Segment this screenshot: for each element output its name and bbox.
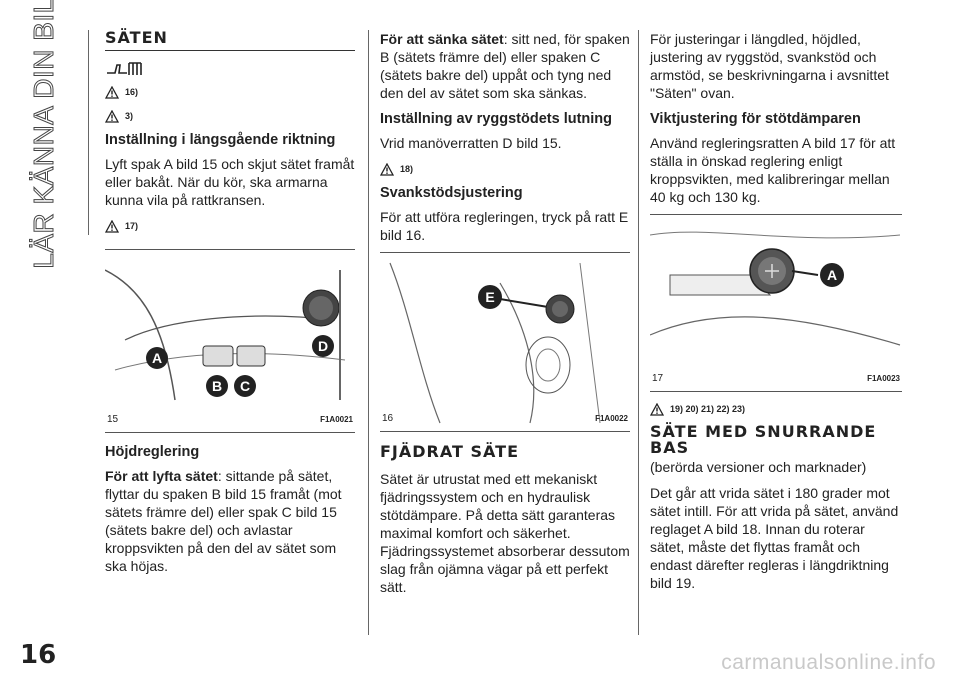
figure-15: A B C D 15 F1A0021 <box>104 249 355 433</box>
subheading-backrest: Inställning av ryggstödets lutning <box>380 111 613 127</box>
fig17-label-a: A <box>827 267 837 283</box>
paragraph-sprung-seat: Sätet är utrustat med ett mekaniskt fjäd… <box>380 471 630 595</box>
warning-ref-16: 16) <box>105 83 355 101</box>
column-divider-1 <box>368 30 369 635</box>
warning-ref-3: 3) <box>105 107 355 125</box>
subheading-weight: Viktjustering för stötdämparen <box>650 111 861 127</box>
seat-levers-illustration: A B C D <box>104 269 346 401</box>
warning-triangle-icon <box>105 85 119 99</box>
figure-code: F1A0023 <box>867 374 900 383</box>
subheading-lumbar: Svankstödsjustering <box>380 185 523 201</box>
watermark: carmanualsonline.info <box>721 651 936 674</box>
warning-triangle-icon <box>380 162 394 176</box>
column-2: För att sänka sätet: sitt ned, för spake… <box>380 30 630 604</box>
heading-rule <box>105 50 355 51</box>
paragraph-lower-seat: För att sänka sätet: sitt ned, för spake… <box>380 31 630 101</box>
weight-knob-illustration: A <box>649 231 901 346</box>
fig15-label-d: D <box>318 338 328 354</box>
paragraph-versions: (berörda versioner och marknader) <box>650 459 867 475</box>
figure-17: A 17 F1A0023 <box>649 214 902 392</box>
section-side-title: LÄR KÄNNA DIN BIL <box>24 0 64 269</box>
warning-triangle-icon <box>650 402 664 416</box>
warning-ref-17: 17) <box>105 217 355 235</box>
warning-ref-18: 18) <box>380 160 630 178</box>
side-divider <box>88 30 89 235</box>
page-number: 16 <box>20 640 57 670</box>
section-heading-sprung-seat: FJÄDRAT SÄTE <box>380 442 519 461</box>
section-heading-swivel-seat: SÄTE MED SNURRANDE BAS <box>650 422 877 457</box>
figure-16: E 16 F1A0022 <box>380 252 630 432</box>
figure-code: F1A0021 <box>320 415 353 424</box>
column-1: SÄTEN 16) 3) Inställning i längsgående r… <box>104 28 355 583</box>
figure-number: 16 <box>382 413 394 424</box>
figure-number: 15 <box>107 414 119 425</box>
warning-triangle-icon <box>105 219 119 233</box>
subheading-height: Höjdreglering <box>105 444 200 460</box>
column-divider-2 <box>638 30 639 635</box>
fig15-label-c: C <box>240 378 250 394</box>
side-title-text: LÄR KÄNNA DIN BIL <box>28 0 60 269</box>
column-3: För justeringar i längdled, höjdled, jus… <box>649 30 902 600</box>
fig15-label-b: B <box>212 378 222 394</box>
paragraph-height: För att lyfta sätet: sittande på sätet, … <box>105 468 342 574</box>
seat-symbol-icon <box>105 59 355 79</box>
figure-code: F1A0022 <box>595 414 628 423</box>
lumbar-knob-illustration: E <box>389 262 601 424</box>
paragraph-longitudinal: Lyft spak A bild 15 och skjut sätet fram… <box>105 156 355 208</box>
figure-number: 17 <box>652 373 664 384</box>
fig16-label-e: E <box>485 289 494 305</box>
warning-ref-19-23: 19) 20) 21) 22) 23) <box>650 400 902 418</box>
warning-triangle-icon <box>105 109 119 123</box>
section-heading-seats: SÄTEN <box>105 28 168 47</box>
paragraph-adjustments: För justeringar i längdled, höjdled, jus… <box>650 31 889 101</box>
subheading-longitudinal: Inställning i längsgående riktning <box>105 132 336 148</box>
paragraph-weight: Använd regleringsratten A bild 17 för at… <box>650 135 896 205</box>
paragraph-backrest: Vrid manöverratten D bild 15. <box>380 135 562 151</box>
paragraph-swivel: Det går att vrida sätet i 180 grader mot… <box>650 485 899 591</box>
paragraph-lumbar: För att utföra regleringen, tryck på rat… <box>380 209 629 243</box>
fig15-label-a: A <box>152 350 162 366</box>
